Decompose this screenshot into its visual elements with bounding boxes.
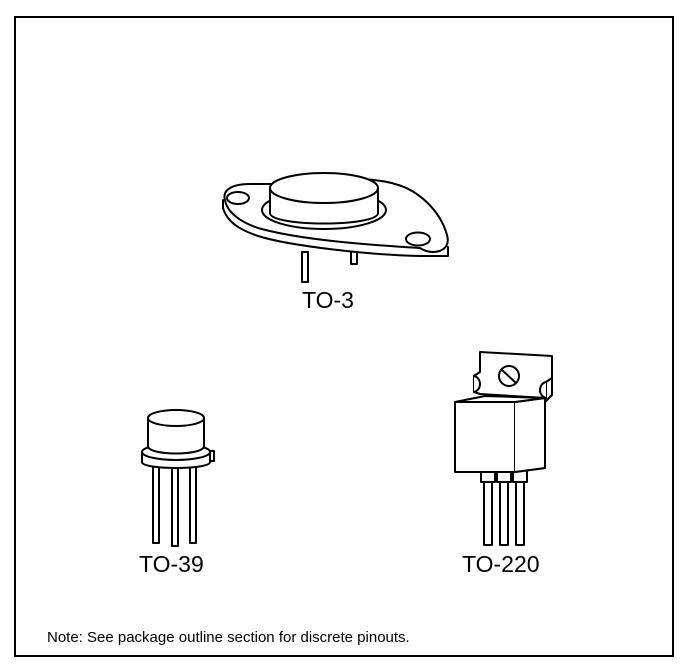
to3-lead-1: [301, 251, 309, 283]
to220-body: [454, 401, 516, 473]
to220-package-drawing: [454, 351, 553, 546]
to39-can-top: [147, 409, 205, 427]
diagram-frame: [14, 16, 674, 657]
to3-can-top: [269, 172, 379, 204]
to220-lead-1: [483, 479, 493, 546]
to39-package-drawing: [141, 409, 215, 547]
to3-package-drawing: [222, 172, 449, 283]
to39-label: TO-39: [139, 551, 204, 577]
to3-mount-hole-left: [226, 191, 250, 205]
to220-label: TO-220: [462, 551, 540, 577]
to39-lead-3: [189, 464, 197, 544]
to3-mount-hole-right: [405, 231, 431, 247]
to39-lead-2: [171, 464, 179, 547]
pinout-note: Note: See package outline section for di…: [47, 629, 410, 646]
to220-lead-2: [499, 479, 509, 546]
to220-lead-3: [515, 479, 525, 546]
to3-label: TO-3: [302, 287, 354, 313]
to39-lead-1: [152, 464, 160, 544]
